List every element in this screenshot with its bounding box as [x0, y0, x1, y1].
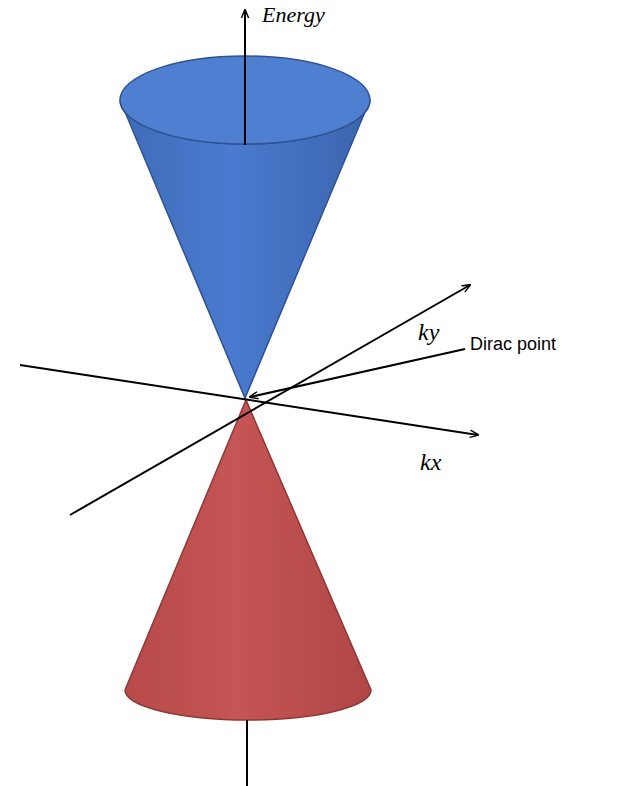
kx-axis [20, 365, 478, 435]
axis-label: Energy [262, 2, 325, 28]
leader-arrow [250, 349, 465, 397]
callout-label: Dirac point [470, 334, 556, 356]
axis-label: kx [420, 448, 441, 477]
lower-cone [125, 400, 371, 720]
axis-label: ky [418, 318, 439, 347]
energy-axis [244, 10, 246, 145]
ky-axis [70, 285, 470, 515]
energy-axis-lower [246, 720, 248, 786]
